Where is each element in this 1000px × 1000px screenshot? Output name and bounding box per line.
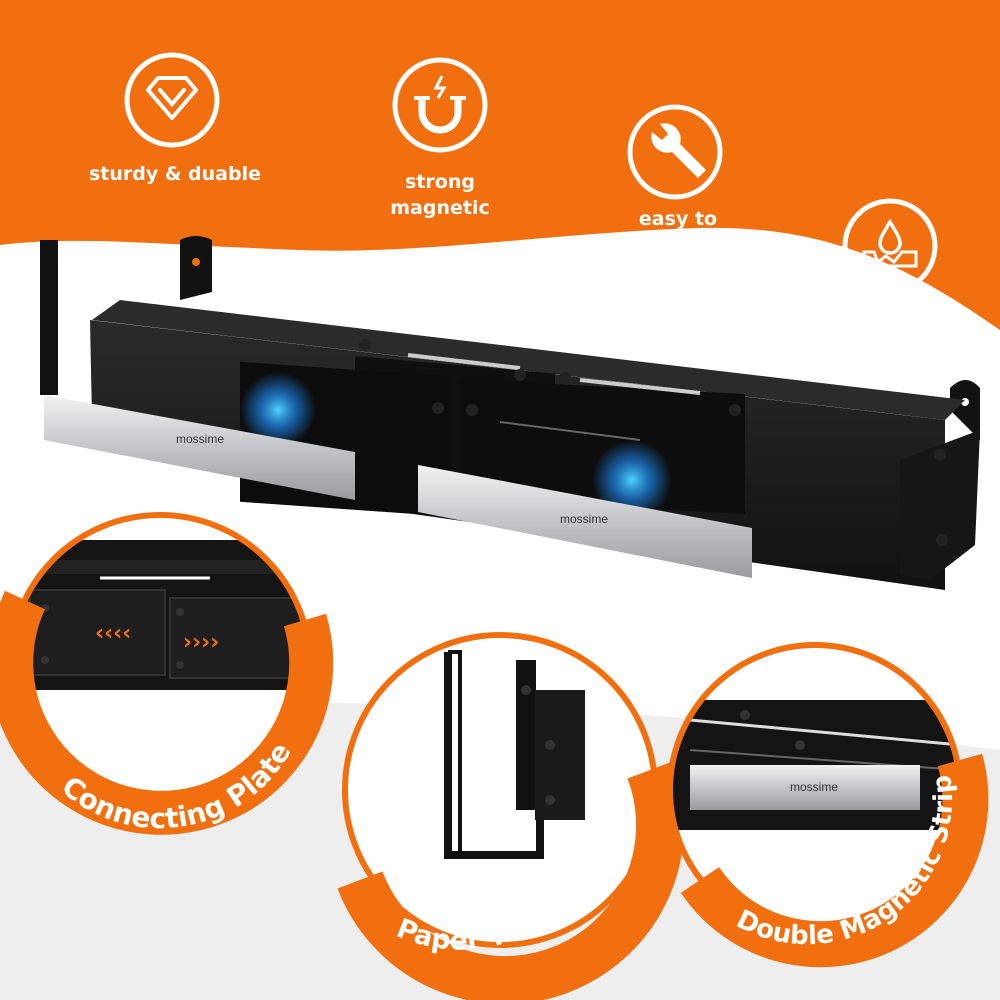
magnet-icon — [392, 57, 488, 153]
brand-logo: mossime — [560, 512, 608, 526]
magnet-glow — [592, 440, 672, 520]
feature-label: sturdy & duable — [89, 163, 261, 185]
brand-logo: mossime — [790, 780, 838, 794]
feature-install: easy to install — [627, 104, 723, 256]
feature-corrosion: corrosion resistant — [842, 198, 944, 350]
detail-connecting-plate: ‹‹‹‹ ›››› Connecting Plate — [0, 512, 334, 835]
feature-label: magnetic — [390, 197, 490, 219]
orange-background-wave — [0, 0, 1000, 330]
detail-paper-towel-holder: Paper Towel Hodler — [337, 632, 685, 1000]
magnetic-strip-right — [418, 465, 752, 578]
wrench-icon — [627, 104, 723, 200]
feature-label: resistant — [845, 328, 941, 350]
feature-label: easy to — [639, 208, 717, 230]
brand-logo: mossime — [176, 432, 224, 446]
feature-label: install — [645, 234, 711, 256]
svg-text:››››: ›››› — [183, 630, 219, 655]
water-drop-icon — [842, 198, 938, 294]
feature-label: strong — [405, 171, 475, 193]
feature-label: corrosion — [843, 302, 944, 324]
diamond-check-icon — [124, 52, 220, 148]
feature-sturdy: sturdy & duable — [89, 52, 261, 185]
magnetic-strip-left — [44, 395, 355, 500]
svg-text:‹‹‹‹: ‹‹‹‹ — [95, 621, 131, 646]
detail-double-magnetic-strip: mossime Double Magnetic Strip — [667, 642, 989, 968]
magnet-glow — [240, 372, 316, 448]
product-shelf: mossime mossime — [40, 236, 980, 590]
feature-magnetic: strong magnetic — [390, 57, 490, 219]
